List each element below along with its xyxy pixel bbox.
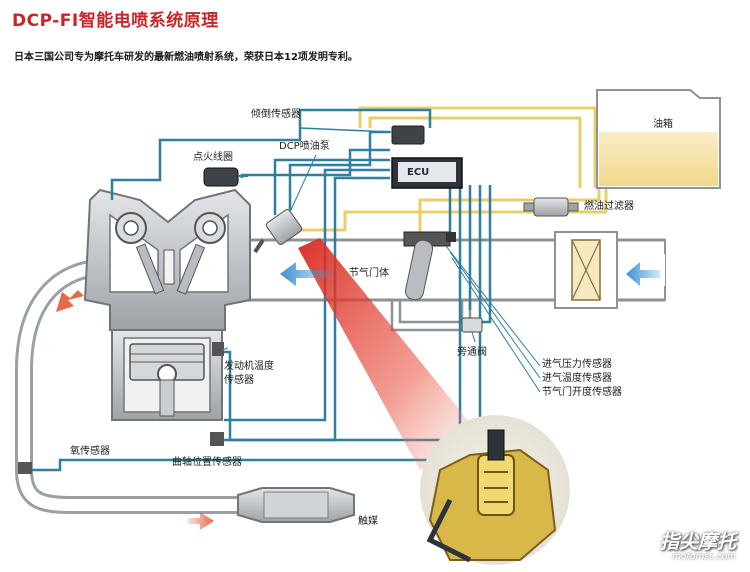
exhaust-flow-arrows (56, 290, 214, 530)
oxygen-sensor-label: 氧传感器 (70, 446, 110, 457)
engine-temp-sensor-line1: 发动机温度 (224, 361, 274, 372)
dcp-injector-label: DCP喷油泵 (279, 141, 330, 152)
throttle-body-label: 节气门体 (349, 268, 389, 279)
engine-temp-sensor-line2: 传感器 (224, 375, 254, 386)
bypass-valve-part (461, 317, 483, 333)
watermark: 指尖摩托 motomsc.com (660, 527, 736, 562)
leader-lines (221, 154, 541, 393)
tilt-sensor-label: 倾倒传感器 (251, 109, 301, 120)
page-title: DCP-FI智能电喷系统原理 (12, 11, 219, 31)
watermark-name: 指尖摩托 (659, 531, 736, 553)
exhaust-pipe (15, 258, 259, 514)
fuel-lines (302, 106, 608, 232)
ignition-coil-label: 点火线圈 (193, 152, 233, 163)
sensor-list-label: 进气压力传感器 进气温度传感器 节气门开度传感器 (542, 358, 622, 400)
fuel-filter-label: 燃油过滤器 (584, 201, 634, 212)
air-flow-arrows (280, 262, 660, 286)
engine-cylinder (111, 329, 224, 446)
engine-temp-sensor-label: 发动机温度 传感器 (224, 360, 274, 388)
crank-sensor-label: 曲轴位置传感器 (172, 457, 242, 468)
highlight-ray (298, 238, 488, 470)
throttle-body-part (403, 231, 456, 301)
injector-inset (420, 415, 570, 565)
catalyst-part (237, 487, 355, 523)
throttle-position-sensor-label: 节气门开度传感器 (542, 387, 622, 398)
page-subtitle: 日本三国公司专为摩托车研发的最新燃油喷射系统，荣获日本12项发明专利。 (14, 52, 358, 63)
intake-temp-sensor-label: 进气温度传感器 (542, 373, 612, 384)
catalyst-label: 触媒 (358, 516, 378, 527)
ecu-label: ECU (407, 167, 430, 178)
dcp-injector-part (253, 208, 303, 254)
fuel-tank-part (596, 89, 721, 189)
ecu-box (391, 157, 463, 189)
bypass-valve-label: 旁通阀 (457, 347, 487, 358)
intake-pressure-sensor-label: 进气压力传感器 (542, 359, 612, 370)
ignition-coil-part (203, 167, 239, 187)
fuel-tank-label: 油箱 (653, 119, 673, 130)
bypass-passage (390, 300, 472, 332)
watermark-url: motomsc.com (672, 552, 736, 562)
fuel-filter-part (523, 197, 579, 217)
engine-head (83, 188, 251, 331)
tilt-sensor-part (391, 125, 425, 145)
oxygen-sensor-part (18, 462, 32, 474)
